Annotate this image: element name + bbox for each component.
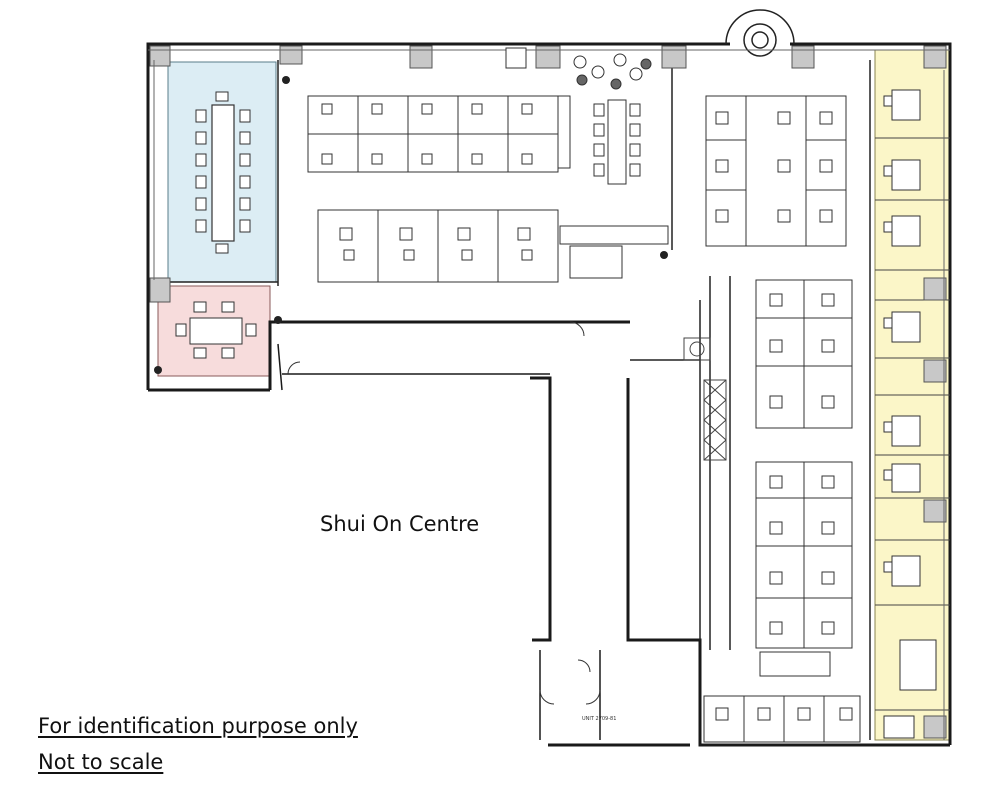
scale-note: Not to scale xyxy=(38,750,164,774)
workstations-top xyxy=(307,95,571,173)
fixtures xyxy=(154,76,668,374)
private-office-furniture xyxy=(883,89,937,739)
long-table xyxy=(593,99,641,185)
workstations-bottom xyxy=(703,695,861,743)
curved-feature xyxy=(725,9,795,57)
service-shaft xyxy=(683,337,727,461)
workstations-top-right xyxy=(705,95,847,247)
structural-columns xyxy=(149,45,947,739)
workstations-middle xyxy=(317,209,669,283)
workstations-right-upper xyxy=(755,279,853,429)
private-office-dividers xyxy=(875,137,950,711)
window-lines xyxy=(148,49,950,740)
unit-label: UNIT 2709-81 xyxy=(582,716,616,722)
building-label: Shui On Centre xyxy=(320,512,480,536)
lounge-tables xyxy=(505,47,652,90)
identification-note: For identification purpose only xyxy=(38,714,358,738)
outer-walls xyxy=(146,42,952,747)
doors xyxy=(287,321,601,705)
workstations-right-lower xyxy=(755,461,853,677)
boardroom-table xyxy=(195,91,251,254)
small-meeting-table xyxy=(175,301,257,359)
